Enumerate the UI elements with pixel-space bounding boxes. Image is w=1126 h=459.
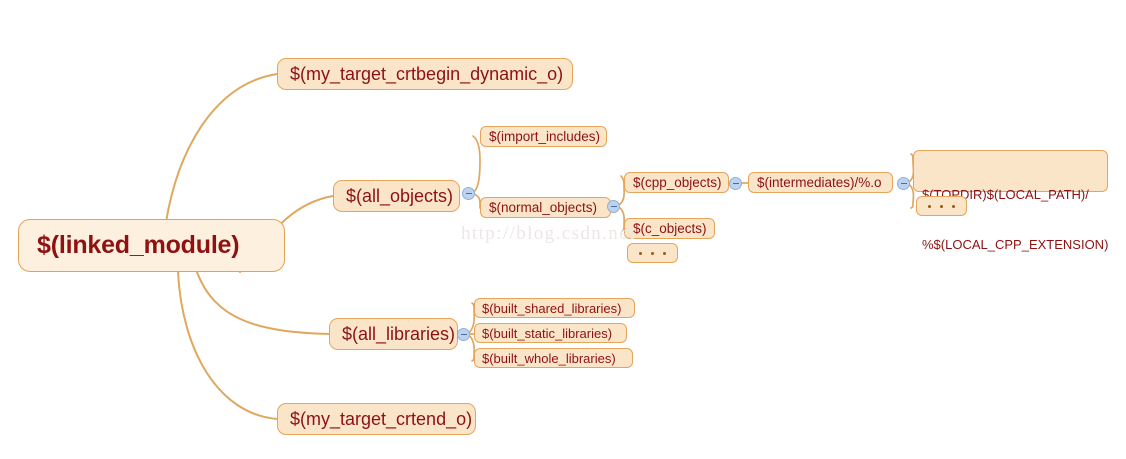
node-topdir-local-path-line2: %$(LOCAL_CPP_EXTENSION) bbox=[922, 237, 1109, 253]
collapse-normal-objects-icon[interactable] bbox=[607, 200, 620, 213]
node-intermediates-label: $(intermediates)/%.o bbox=[757, 175, 882, 190]
node-built-shared-libraries-label: $(built_shared_libraries) bbox=[482, 300, 622, 316]
node-import-includes[interactable]: $(import_includes) bbox=[480, 126, 607, 147]
ellipsis-dot-icon bbox=[663, 251, 666, 255]
node-normal-objects[interactable]: $(normal_objects) bbox=[480, 197, 611, 218]
node-intermediates[interactable]: $(intermediates)/%.o bbox=[748, 172, 893, 193]
node-all-libraries-label: $(all_libraries) bbox=[342, 323, 456, 344]
ellipsis-dot-icon bbox=[651, 251, 654, 255]
node-built-static-libraries[interactable]: $(built_static_libraries) bbox=[474, 323, 627, 343]
node-import-includes-label: $(import_includes) bbox=[489, 129, 601, 144]
node-built-whole-libraries[interactable]: $(built_whole_libraries) bbox=[474, 348, 633, 368]
ellipsis-dot-icon bbox=[940, 204, 943, 208]
node-all-libraries[interactable]: $(all_libraries) bbox=[329, 318, 458, 350]
watermark-text: http://blog.csdn.net bbox=[461, 223, 636, 244]
node-my-target-crtbegin-dynamic-o-label: $(my_target_crtbegin_dynamic_o) bbox=[290, 63, 564, 84]
node-linked-module[interactable]: $(linked_module) bbox=[18, 219, 285, 272]
node-my-target-crtend-o[interactable]: $(my_target_crtend_o) bbox=[277, 403, 476, 435]
node-normal-objects-label: $(normal_objects) bbox=[489, 200, 598, 215]
node-linked-module-label: $(linked_module) bbox=[37, 231, 240, 259]
ellipsis-dot-icon bbox=[928, 204, 931, 208]
node-cpp-objects-label: $(cpp_objects) bbox=[633, 175, 722, 190]
node-my-target-crtend-o-label: $(my_target_crtend_o) bbox=[290, 408, 473, 429]
collapse-cpp-objects-icon[interactable] bbox=[729, 177, 742, 190]
node-built-shared-libraries[interactable]: $(built_shared_libraries) bbox=[474, 298, 635, 318]
node-all-objects[interactable]: $(all_objects) bbox=[333, 180, 460, 212]
node-my-target-crtbegin-dynamic-o[interactable]: $(my_target_crtbegin_dynamic_o) bbox=[277, 58, 573, 90]
node-c-objects[interactable]: $(c_objects) bbox=[624, 218, 715, 239]
ellipsis-dot-icon bbox=[952, 204, 955, 208]
collapse-all-objects-icon[interactable] bbox=[462, 187, 475, 200]
collapse-all-libraries-icon[interactable] bbox=[457, 328, 470, 341]
node-built-whole-libraries-label: $(built_whole_libraries) bbox=[482, 350, 616, 366]
ellipsis-dot-icon bbox=[639, 251, 642, 255]
node-built-static-libraries-label: $(built_static_libraries) bbox=[482, 325, 613, 341]
node-topdir-more[interactable] bbox=[916, 196, 967, 216]
node-c-objects-more[interactable] bbox=[627, 243, 678, 263]
node-topdir-local-path[interactable]: $(TOPDIR)$(LOCAL_PATH)/ %$(LOCAL_CPP_EXT… bbox=[913, 150, 1108, 252]
node-c-objects-label: $(c_objects) bbox=[633, 221, 707, 236]
node-cpp-objects[interactable]: $(cpp_objects) bbox=[624, 172, 729, 193]
collapse-intermediates-icon[interactable] bbox=[897, 177, 910, 190]
node-all-objects-label: $(all_objects) bbox=[346, 185, 454, 206]
